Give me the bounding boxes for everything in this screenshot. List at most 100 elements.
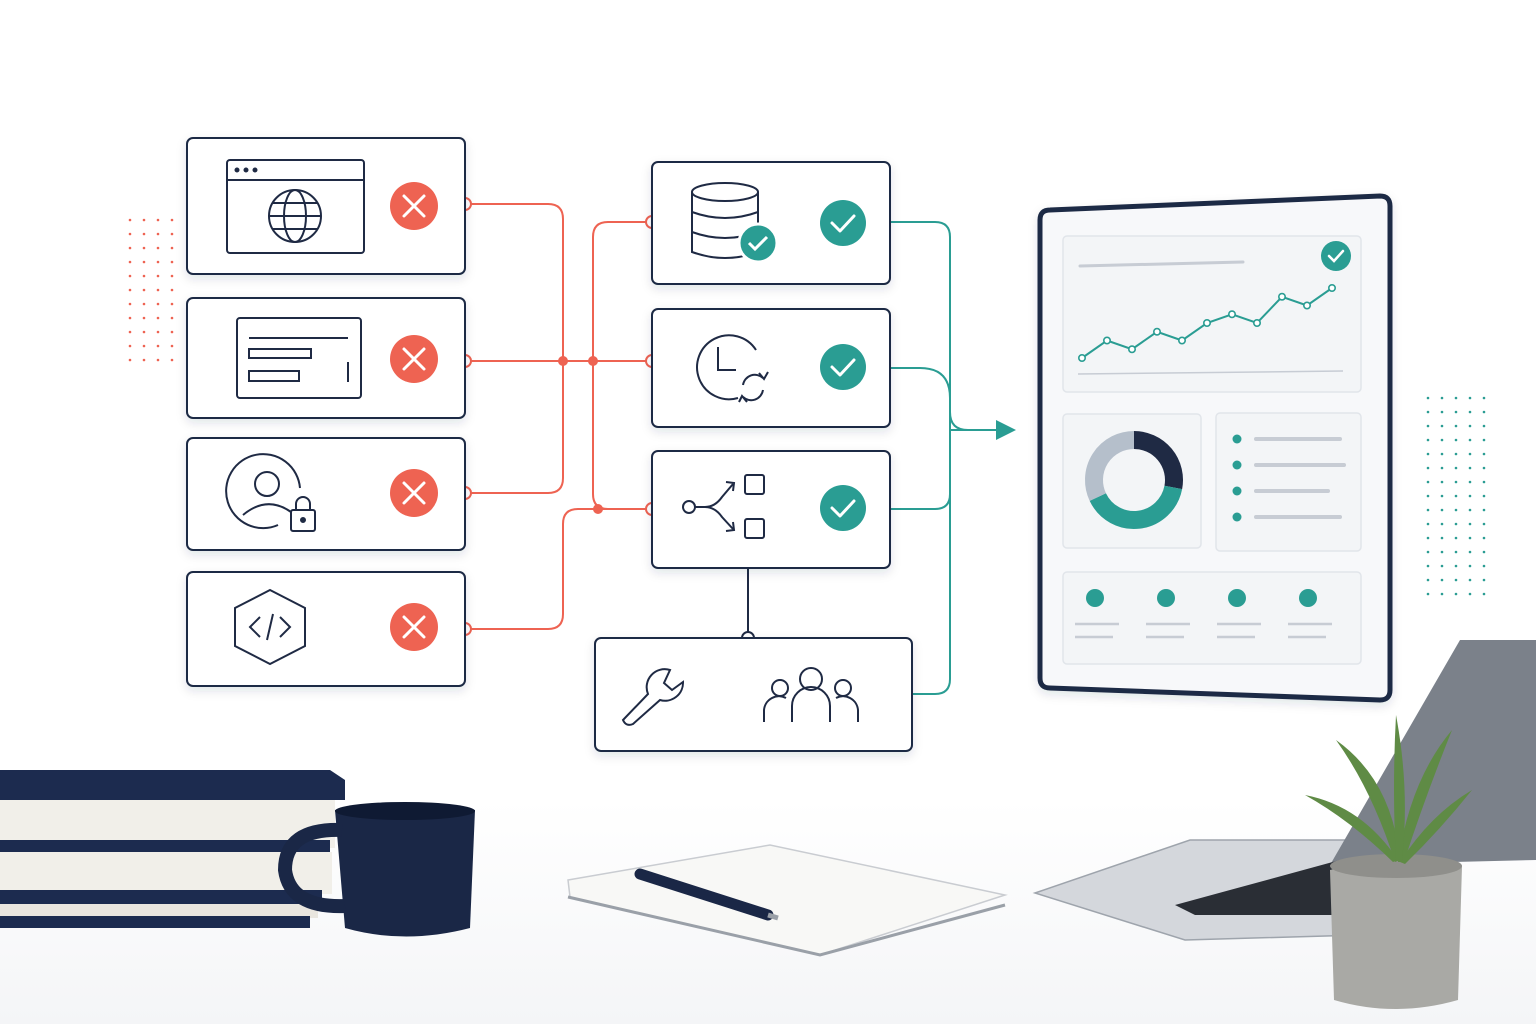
junction-dot — [593, 504, 603, 514]
decor-dot — [128, 232, 132, 236]
coffee-mug — [277, 802, 475, 937]
donut-slice — [1089, 485, 1183, 529]
decor-dot — [170, 330, 174, 334]
check-circle-icon — [820, 200, 866, 246]
trend-point — [1203, 318, 1212, 327]
decor-dot — [1468, 578, 1472, 582]
decor-dot — [1426, 536, 1430, 540]
node-user-access[interactable] — [186, 437, 466, 551]
junction-dot — [558, 356, 568, 366]
decor-dot — [1482, 438, 1486, 442]
decor-dot — [156, 260, 160, 264]
decor-dot — [1454, 494, 1458, 498]
decor-dot — [1468, 564, 1472, 568]
check-circle-icon — [820, 485, 866, 531]
decor-dot — [1440, 564, 1444, 568]
decor-dot — [142, 344, 146, 348]
list-bullet — [1232, 460, 1242, 470]
connector-workflow — [890, 430, 951, 510]
connector-code — [465, 508, 652, 630]
decor-dot — [156, 246, 160, 250]
decor-dot — [1454, 550, 1458, 554]
decor-dot — [128, 260, 132, 264]
decor-dot — [128, 218, 132, 222]
kpi-dot — [1157, 589, 1175, 607]
check-circle-icon — [820, 344, 866, 390]
dot-grid-left — [128, 218, 174, 362]
decor-dot — [1440, 522, 1444, 526]
decor-dot — [1468, 550, 1472, 554]
decor-dot — [128, 246, 132, 250]
decor-dot — [1468, 466, 1472, 470]
decor-dot — [142, 260, 146, 264]
pen — [634, 868, 779, 921]
decor-dot — [170, 218, 174, 222]
trend-point — [1278, 292, 1287, 301]
decor-dot — [1440, 508, 1444, 512]
passing-connectors — [890, 221, 1016, 695]
kpi-row — [1075, 589, 1332, 639]
decor-dot — [156, 302, 160, 306]
list-bullet — [1232, 512, 1242, 522]
clock-refresh-icon — [696, 334, 769, 403]
decor-dot — [1482, 396, 1486, 400]
kpi-dot — [1086, 589, 1104, 607]
trend-point — [1078, 353, 1087, 362]
dot-grid-right — [1426, 396, 1486, 596]
decor-dot — [1426, 452, 1430, 456]
decor-dot — [1454, 536, 1458, 540]
decor-dot — [128, 274, 132, 278]
node-support[interactable] — [594, 637, 913, 752]
decor-dot — [156, 344, 160, 348]
decor-dot — [1482, 550, 1486, 554]
node-form[interactable] — [186, 297, 466, 419]
decor-dot — [1454, 466, 1458, 470]
decor-dot — [128, 330, 132, 334]
trend-point — [1303, 301, 1312, 310]
decor-dot — [1454, 452, 1458, 456]
decor-dot — [1482, 480, 1486, 484]
decor-dot — [1468, 410, 1472, 414]
node-database[interactable] — [651, 161, 891, 285]
potted-plant — [1305, 715, 1472, 1009]
connector-clock — [890, 367, 951, 430]
node-scheduler[interactable] — [651, 308, 891, 428]
decor-dot — [128, 316, 132, 320]
x-circle-icon — [390, 335, 438, 383]
decor-dot — [1468, 438, 1472, 442]
decor-dot — [156, 358, 160, 362]
decor-dot — [1454, 480, 1458, 484]
decor-dot — [170, 316, 174, 320]
decor-dot — [1440, 466, 1444, 470]
trend-point — [1128, 345, 1137, 354]
database-check-icon — [691, 182, 779, 264]
x-circle-icon — [390, 603, 438, 651]
connector-database — [890, 221, 969, 431]
decor-dot — [156, 274, 160, 278]
trend-point — [1328, 283, 1337, 292]
x-circle-icon — [390, 182, 438, 230]
decor-dot — [1440, 494, 1444, 498]
trend-line-chart — [1078, 241, 1351, 362]
decor-dot — [1482, 424, 1486, 428]
decor-dot — [142, 274, 146, 278]
decor-dot — [142, 246, 146, 250]
decor-dot — [1426, 550, 1430, 554]
decor-dot — [1440, 536, 1444, 540]
junction-dot — [588, 356, 598, 366]
decor-dot — [1440, 438, 1444, 442]
decor-dot — [170, 260, 174, 264]
decor-dot — [1468, 452, 1472, 456]
trend-point — [1228, 310, 1237, 319]
decor-dot — [128, 358, 132, 362]
connector-support — [912, 430, 951, 695]
decor-dot — [1468, 592, 1472, 596]
decor-dot — [128, 288, 132, 292]
book-stack — [0, 770, 345, 928]
decor-dot — [1468, 508, 1472, 512]
node-workflow[interactable] — [651, 450, 891, 569]
decor-dot — [1454, 410, 1458, 414]
decor-dot — [142, 302, 146, 306]
donut-slice — [1085, 431, 1135, 501]
decor-dot — [1426, 410, 1430, 414]
